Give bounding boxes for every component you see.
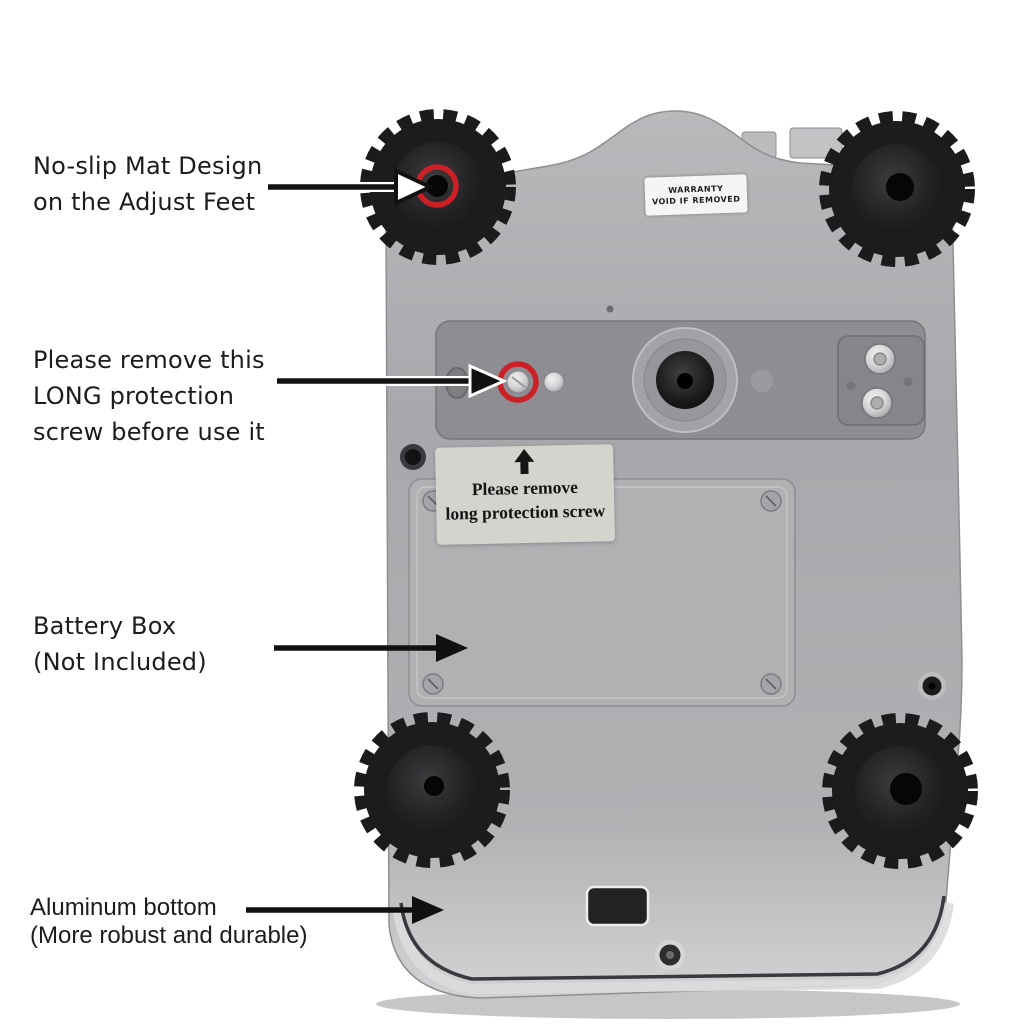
small-hole <box>606 305 614 313</box>
protection-screw-slot <box>511 376 526 388</box>
foot-teeth <box>822 713 978 869</box>
cover-screw-slot <box>765 678 777 690</box>
battery-latch <box>585 885 650 927</box>
foot-center <box>890 773 922 805</box>
up-arrow-icon <box>514 448 535 475</box>
warranty-sticker: WARRANTY VOID IF REMOVED <box>644 174 748 216</box>
arrow-head <box>468 363 508 399</box>
bottom-rim-highlight <box>393 902 954 995</box>
foot-center <box>426 175 448 197</box>
bottom-plate-edge <box>399 895 946 981</box>
body-screw-core <box>405 449 421 465</box>
callout-line: Aluminum bottom <box>30 894 217 921</box>
callout-line: Please remove this <box>33 346 265 374</box>
body-screw-left <box>400 444 426 470</box>
arrow-protection-screw <box>277 363 508 399</box>
foot-bottom-right <box>822 713 978 869</box>
arrow-no-slip <box>268 167 435 207</box>
bracket-hole <box>903 377 913 387</box>
panel-round-plug <box>749 368 775 394</box>
callout-line: on the Adjust Feet <box>33 188 256 216</box>
warranty-line: VOID IF REMOVED <box>651 194 741 207</box>
foot-teeth <box>354 712 510 868</box>
foot-teeth <box>360 109 516 265</box>
cover-screw-slot <box>765 495 777 507</box>
bracket-screw-top-socket <box>873 352 887 366</box>
foot-center <box>886 173 914 201</box>
chassis-panel <box>435 320 926 440</box>
body-screw-right <box>918 672 946 700</box>
panel-screw <box>543 371 565 393</box>
calibration-bracket <box>837 335 925 426</box>
bracket-screw-bottom-socket <box>870 396 884 410</box>
callout-protection-screw: Please remove this LONG protection screw… <box>33 342 265 450</box>
bracket-hole <box>846 381 856 391</box>
foot-center <box>424 776 444 796</box>
bottom-screw-center <box>666 951 674 959</box>
foot-teeth <box>819 111 975 267</box>
arrow-head <box>436 634 468 662</box>
instruction-label-line: long protection screw <box>445 500 606 524</box>
arrow-head <box>412 896 444 924</box>
callout-battery-box: Battery Box (Not Included) <box>33 608 207 680</box>
callout-line: Battery Box <box>33 612 177 640</box>
callout-line: (More robust and durable) <box>30 922 308 949</box>
body-screw-center <box>928 682 936 690</box>
load-cell-hub-center <box>677 373 693 389</box>
arrow-aluminum-bottom <box>246 896 444 924</box>
cover-screw-slot <box>427 678 439 690</box>
up-arrow-stem <box>520 461 529 475</box>
instruction-label-line: Please remove <box>471 476 579 500</box>
arrow-battery-box <box>274 634 468 662</box>
callout-line: (Not Included) <box>33 648 207 676</box>
callout-line: No-slip Mat Design <box>33 152 263 180</box>
callout-aluminum-bottom: Aluminum bottom (More robust and durable… <box>30 894 307 950</box>
arrow-head <box>394 167 435 207</box>
bottom-screw <box>655 940 685 970</box>
foot-top-left <box>360 109 516 265</box>
callout-line: LONG protection <box>33 382 235 410</box>
foot-bottom-left <box>354 712 510 868</box>
foot-top-right <box>819 111 975 267</box>
callout-line: screw before use it <box>33 418 265 446</box>
up-arrow-head <box>514 448 535 463</box>
callout-no-slip-mat: No-slip Mat Design on the Adjust Feet <box>33 148 262 220</box>
instruction-label: Please remove long protection screw <box>435 444 615 545</box>
